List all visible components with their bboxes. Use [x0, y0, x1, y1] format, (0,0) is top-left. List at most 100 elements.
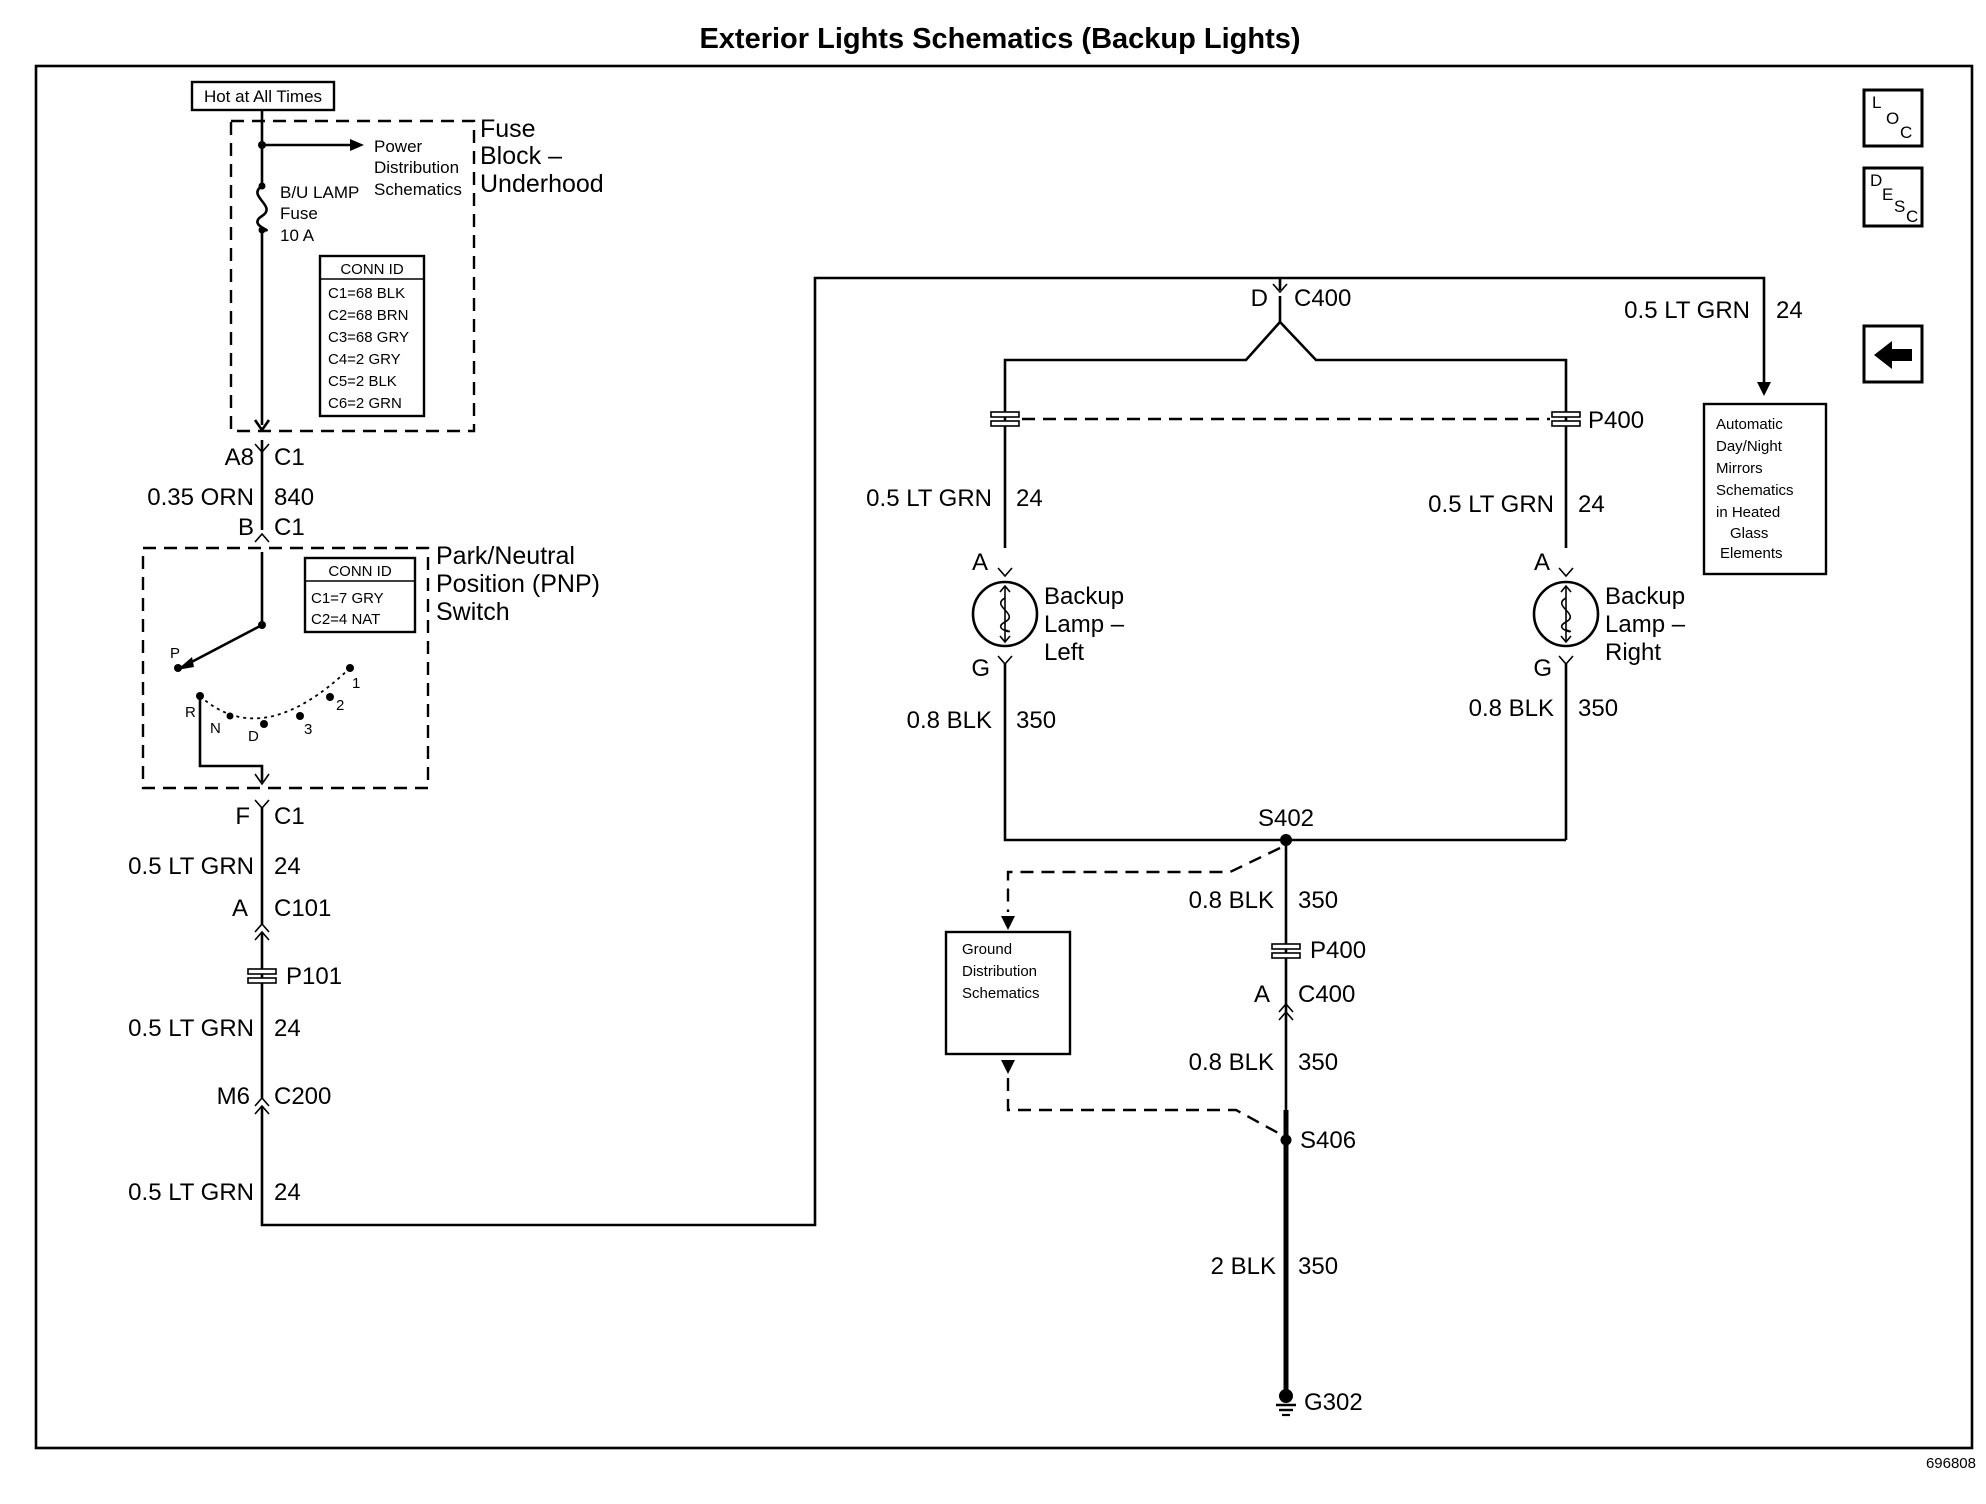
mirrors-line: Day/Night: [1716, 438, 1783, 455]
mirrors-line: Elements: [1720, 545, 1783, 562]
p400-bottom-passthrough-icon: [1271, 943, 1301, 959]
backup-lamp-right-icon: [1532, 580, 1600, 648]
lamp-left-gauge-in: 0.5 LT GRN: [866, 485, 992, 512]
ground-w3-gauge: 2 BLK: [1211, 1253, 1276, 1280]
p400-left-passthrough-icon: [990, 411, 1020, 427]
hot-at-all-times-box: Hot at All Times: [190, 80, 336, 112]
back-arrow-icon: [1874, 341, 1912, 369]
lamp-right-name-2: Lamp –: [1605, 611, 1686, 638]
pnp-conn-id-header: CONN ID: [328, 563, 392, 580]
conn-id-row: C2=68 BRN: [328, 307, 408, 324]
ground-w1-gauge: 0.8 BLK: [1189, 887, 1274, 914]
lamp-right-circuit-out: 350: [1578, 695, 1618, 722]
c200-pin: M6: [217, 1083, 250, 1110]
c1-pin-b: B: [238, 514, 254, 541]
lamp-right-circuit-in: 24: [1578, 491, 1605, 518]
conn-id-header: CONN ID: [340, 261, 404, 278]
c1-pin-f: F: [235, 803, 250, 830]
desc-letter-3: S: [1894, 197, 1905, 216]
arrow-down-small-icon: [1001, 1060, 1015, 1074]
pnp-pos-r: R: [185, 704, 196, 721]
pnp-contact-d: [260, 720, 268, 728]
mirrors-line: Automatic: [1716, 416, 1783, 433]
lamp-right-pin-g: G: [1533, 655, 1552, 682]
p400-right-passthrough-icon: [1551, 411, 1581, 427]
power-dist-3: Schematics: [374, 180, 462, 199]
p101-label: P101: [286, 963, 342, 990]
fuse-block-outline: [229, 119, 476, 433]
wire-24-circuit-c: 24: [274, 1179, 301, 1206]
fuse-block-name-3: Underhood: [480, 170, 604, 198]
fuse-icon: [256, 184, 268, 232]
ground-g302-label: G302: [1304, 1389, 1363, 1416]
hot-at-all-times-label: Hot at All Times: [204, 87, 322, 106]
wire-840-gauge: 0.35 ORN: [147, 484, 254, 511]
arrow-up-icon: [1001, 916, 1015, 930]
back-button[interactable]: [1862, 324, 1924, 384]
pnp-contact-p: [174, 664, 182, 672]
ground-dist-line: Schematics: [962, 985, 1040, 1002]
mirrors-line: Glass: [1730, 525, 1768, 542]
desc-letter-2: E: [1882, 185, 1893, 204]
power-dist-2: Distribution: [374, 158, 459, 177]
power-dist-1: Power: [374, 137, 423, 156]
lamp-left-name-3: Left: [1044, 639, 1084, 666]
lamp-left-pin-a: A: [972, 549, 988, 576]
ground-icon: [1276, 1389, 1296, 1417]
c101-conn: C101: [274, 895, 331, 922]
wire-24-gauge-c: 0.5 LT GRN: [128, 1179, 254, 1206]
fuse-label-2: Fuse: [280, 204, 318, 223]
pnp-pos-n: N: [210, 720, 221, 737]
mirror-wire-circuit: 24: [1776, 297, 1803, 324]
wire-24-gauge-b: 0.5 LT GRN: [128, 1015, 254, 1042]
ground-w3-circuit: 350: [1298, 1253, 1338, 1280]
fuse-block-name-1: Fuse: [480, 115, 536, 143]
conn-id-row: C3=68 GRY: [328, 329, 409, 346]
wire-24-circuit-a: 24: [274, 853, 301, 880]
conn-id-row: C6=2 GRN: [328, 395, 402, 412]
mirrors-schematics-box[interactable]: Automatic Day/Night Mirrors Schematics i…: [1702, 402, 1828, 576]
ground-distribution-box[interactable]: Ground Distribution Schematics: [944, 930, 1072, 1056]
desc-letter-1: D: [1870, 171, 1882, 190]
loc-letter-3: C: [1900, 123, 1912, 142]
fuse-block-conn-id-table: CONN ID C1=68 BLK C2=68 BRN C3=68 GRY C4…: [318, 254, 426, 418]
c400-top-pin: D: [1251, 285, 1268, 312]
loc-button[interactable]: L O C: [1862, 88, 1924, 148]
backup-lamp-left-icon: [971, 580, 1039, 648]
c101-pin: A: [232, 895, 248, 922]
fuse-label-1: B/U LAMP: [280, 183, 359, 202]
lamp-left-name-2: Lamp –: [1044, 611, 1125, 638]
loc-letter-2: O: [1886, 109, 1899, 128]
lamp-left-pin-g: G: [971, 655, 990, 682]
pnp-conn-id-row: C2=4 NAT: [311, 611, 380, 628]
loc-letter-1: L: [1872, 93, 1881, 112]
lamp-right-pin-a: A: [1534, 549, 1550, 576]
p400-bottom-label: P400: [1310, 937, 1366, 964]
pnp-contact-3: [296, 712, 304, 720]
fuse-label-3: 10 A: [280, 226, 315, 245]
pnp-pos-p: P: [170, 645, 180, 662]
conn-id-row: C4=2 GRY: [328, 351, 401, 368]
figure-id: 696808: [1926, 1455, 1976, 1472]
pnp-pos-d: D: [248, 728, 259, 745]
splice-s406-label: S406: [1300, 1127, 1356, 1154]
arrow-down-icon: [1757, 382, 1771, 396]
wire-840-circuit: 840: [274, 484, 314, 511]
diagram-frame: [34, 64, 1974, 1450]
ground-w1-circuit: 350: [1298, 887, 1338, 914]
c400-bottom-conn: C400: [1298, 981, 1355, 1008]
desc-button[interactable]: D E S C: [1862, 166, 1924, 228]
pnp-pos-2: 2: [336, 697, 344, 714]
pnp-name-2: Position (PNP): [436, 570, 600, 598]
lamp-right-gauge-in: 0.5 LT GRN: [1428, 491, 1554, 518]
mirror-wire-gauge: 0.5 LT GRN: [1624, 297, 1750, 324]
ground-w2-gauge: 0.8 BLK: [1189, 1049, 1274, 1076]
conn-id-row: C1=68 BLK: [328, 285, 405, 302]
pnp-conn-id-row: C1=7 GRY: [311, 590, 384, 607]
splice-s402-label: S402: [1258, 805, 1314, 832]
desc-letter-4: C: [1906, 207, 1918, 226]
mirrors-line: Mirrors: [1716, 460, 1763, 477]
lamp-right-name-1: Backup: [1605, 583, 1685, 610]
lamp-left-gauge-out: 0.8 BLK: [907, 707, 992, 734]
